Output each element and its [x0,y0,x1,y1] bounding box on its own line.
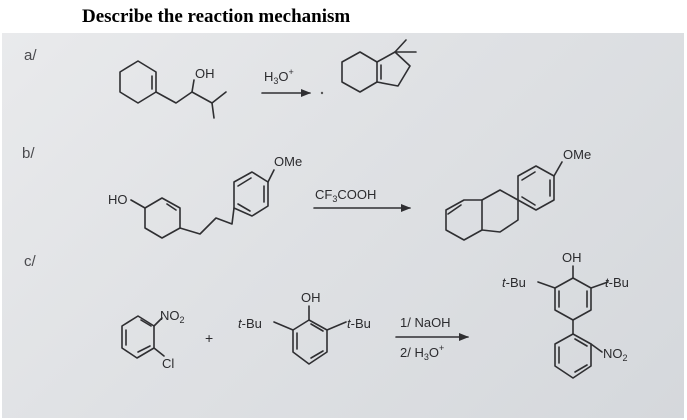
tert-butyl-label: t-Bu [502,275,526,290]
tert-butyl-label: t-Bu [347,316,371,331]
methoxy-label: OMe [274,154,302,169]
reagent-step-1: 1/ NaOH [400,315,451,330]
tert-butyl-label: t-Bu [238,316,262,331]
nitro-label: NO2 [160,308,185,325]
tert-butyl-label: t-Bu [605,275,629,290]
hydroxy-label: HO [108,192,128,207]
part-c-reactant-2: OH t-Bu t-Bu [238,290,371,365]
reagent-h3o: H3O+ [264,67,294,86]
part-c-reagent: 1/ NaOH 2/ H3O+ [395,315,469,362]
hydroxyl-label: OH [562,250,582,265]
part-a-reactant: OH [119,60,227,119]
cyclohexene-ring [119,60,157,104]
part-a-label: a/ [24,47,37,64]
part-c-reactant-1: NO2 Cl [121,308,185,371]
reagent-tfa: CF3COOH [315,187,376,204]
nitro-label: NO2 [603,346,628,363]
page-title: Describe the reaction mechanism [82,6,351,27]
part-b-reactant: HO OMe [108,154,302,239]
hydroxyl-label: OH [301,290,321,305]
chloro-label: Cl [162,356,174,371]
reaction-sheet: a/ OH H3O+ b/ HO OMe [2,33,684,418]
hydroxyl-label: OH [195,66,215,81]
reaction-drawing: a/ OH H3O+ b/ HO OMe [22,39,629,379]
part-a-reagent: H3O+ [261,67,324,97]
part-a-product [341,39,417,93]
part-b-label: b/ [22,145,35,162]
part-b-product: OMe [445,147,591,241]
reagent-step-2: 2/ H3O+ [400,343,444,362]
methoxy-label: OMe [563,147,591,162]
part-c-product: OH t-Bu t-Bu NO2 [502,250,629,379]
part-b-reagent: CF3COOH [313,187,411,212]
plus-sign: + [205,330,213,346]
part-c-label: c/ [24,253,37,270]
